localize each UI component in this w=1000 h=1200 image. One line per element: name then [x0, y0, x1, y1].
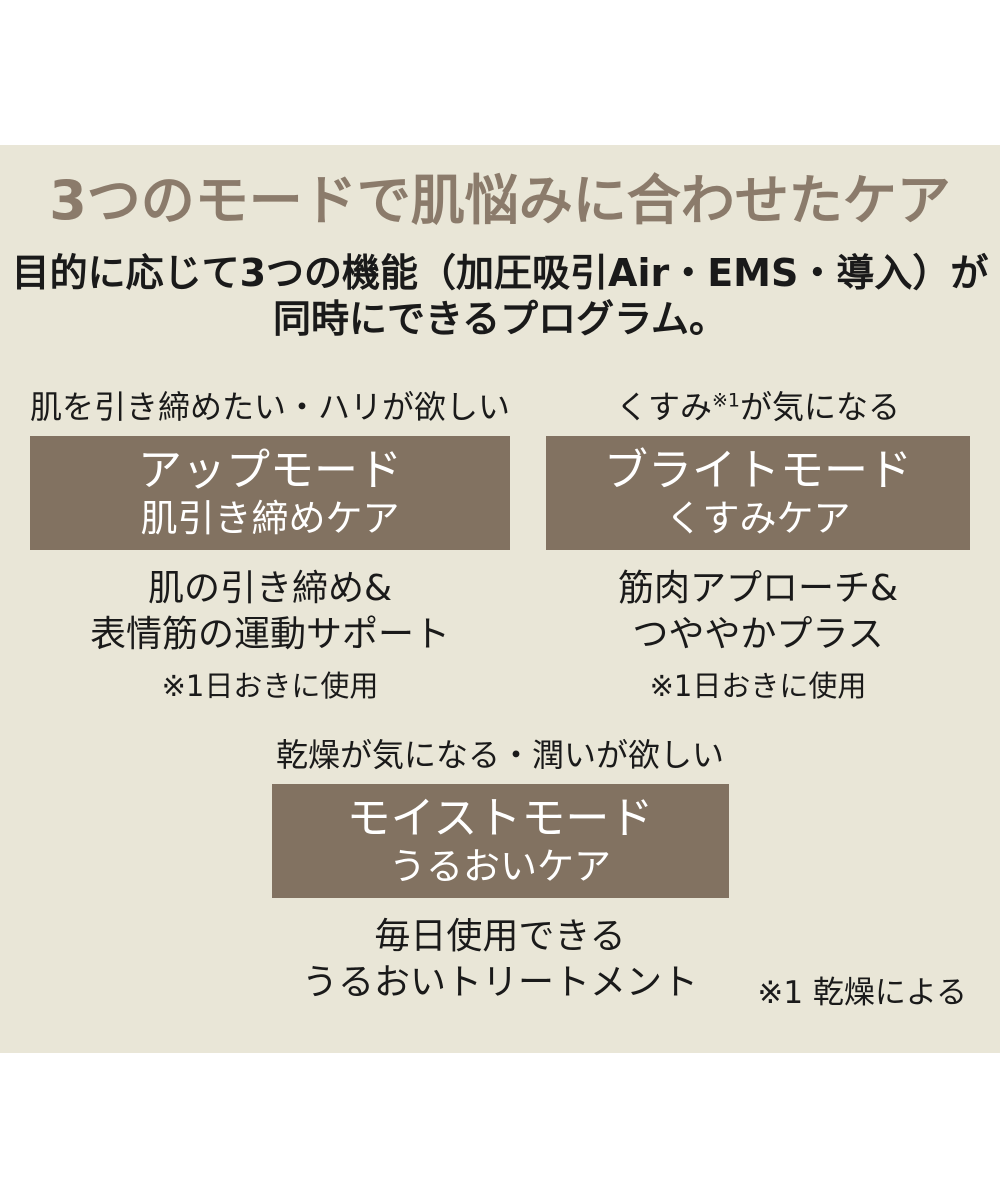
need-text: 乾燥が気になる・潤いが欲しい [275, 735, 724, 774]
benefit-text-bright: 筋肉アプローチ& つややかプラス [546, 566, 970, 658]
need-label-up: 肌を引き締めたい・ハリが欲しい [30, 387, 510, 427]
benefit-line-1: 肌の引き締め& [147, 567, 393, 609]
need-text-after: が気になる [740, 387, 901, 426]
usage-note-bright: ※1日おきに使用 [649, 668, 867, 703]
care-name: くすみケア [665, 496, 851, 540]
care-name: うるおいケア [389, 844, 611, 888]
need-text: 肌を引き締めたい・ハリが欲しい [30, 387, 511, 426]
page-title: 3つのモードで肌悩みに合わせたケア [49, 169, 951, 232]
mode-box-moist: モイストモード うるおいケア [271, 783, 729, 898]
need-text: くすみ [615, 387, 712, 426]
mode-name: ブライトモード [604, 444, 912, 496]
benefit-line-1: 毎日使用できる [374, 915, 626, 957]
care-name: 肌引き締めケア [140, 496, 400, 540]
need-label-moist: 乾燥が気になる・潤いが欲しい [272, 735, 729, 775]
benefit-line-2: つややかプラス [632, 613, 884, 655]
mode-name: アップモード [138, 444, 402, 496]
mode-column-up: 肌を引き締めたい・ハリが欲しい アップモード 肌引き締めケア 肌の引き締め& 表… [30, 387, 511, 705]
benefit-line-1: 筋肉アプローチ& [617, 567, 899, 609]
modes-row: 肌を引き締めたい・ハリが欲しい アップモード 肌引き締めケア 肌の引き締め& 表… [0, 387, 1000, 705]
mode-box-bright: ブライトモード くすみケア [546, 435, 970, 550]
benefit-line-2: 表情筋の運動サポート [90, 613, 451, 655]
benefit-text-moist: 毎日使用できる うるおいトリートメント [272, 914, 729, 1006]
footnote: ※1 乾燥による [757, 975, 967, 1011]
mode-box-up: アップモード 肌引き締めケア [30, 435, 511, 550]
benefit-line-2: うるおいトリートメント [301, 961, 698, 1003]
mode-name: モイストモード [346, 793, 654, 844]
mode-column-moist: 乾燥が気になる・潤いが欲しい モイストモード うるおいケア 毎日使用できる うる… [271, 735, 729, 1006]
usage-note-up: ※1日おきに使用 [161, 668, 379, 703]
content-panel: 3つのモードで肌悩みに合わせたケア 目的に応じて3つの機能（加圧吸引Air・EM… [0, 145, 1000, 1053]
subtitle-line-2: 同時にできるプログラム。 [272, 297, 728, 342]
mode-column-bright: くすみ※1が気になる ブライトモード くすみケア 筋肉アプローチ& つややかプラ… [546, 387, 970, 705]
subtitle-line-1: 目的に応じて3つの機能（加圧吸引Air・EMS・導入）が [11, 250, 989, 295]
page-subtitle: 目的に応じて3つの機能（加圧吸引Air・EMS・導入）が 同時にできるプログラム… [0, 250, 1000, 343]
need-label-bright: くすみ※1が気になる [546, 387, 970, 427]
benefit-text-up: 肌の引き締め& 表情筋の運動サポート [30, 566, 510, 658]
need-superscript: ※1 [712, 388, 741, 411]
